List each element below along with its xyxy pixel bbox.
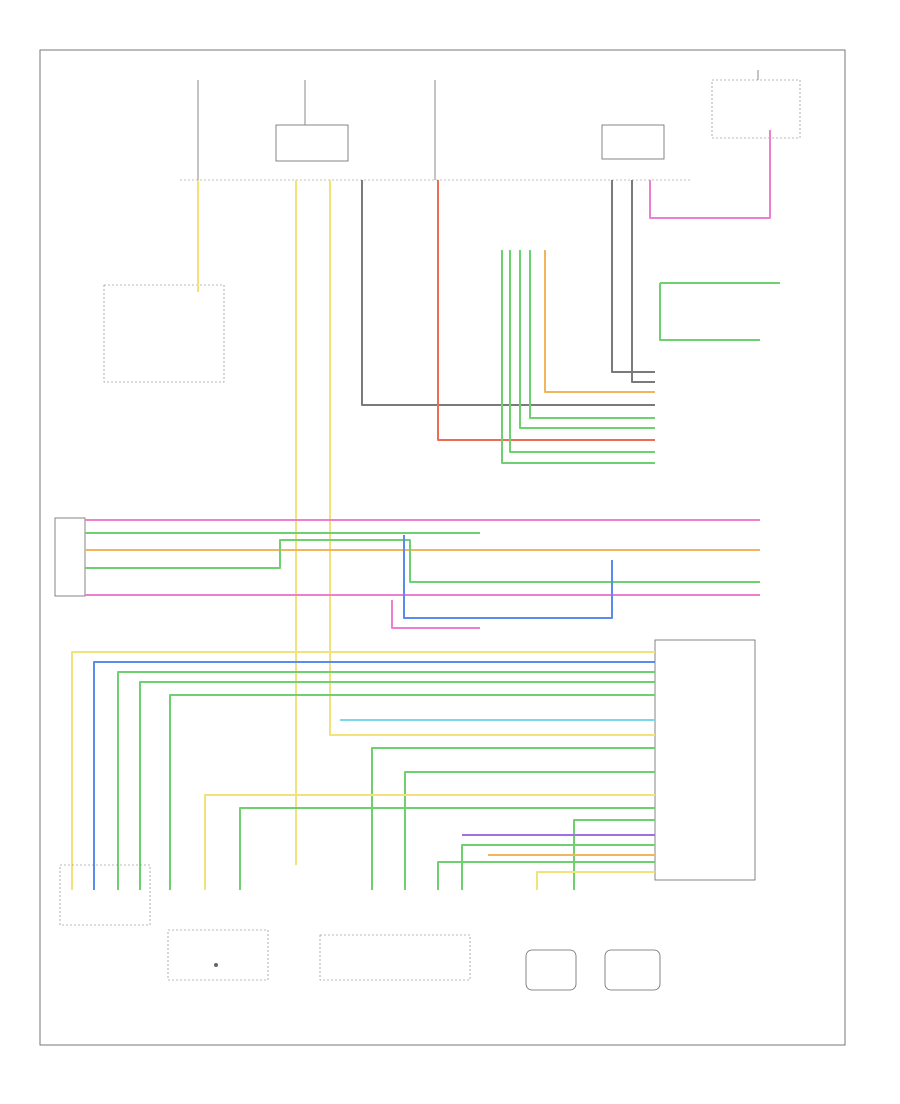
transmission-pressure-switch-block bbox=[167, 929, 269, 981]
wire-yellow-3 bbox=[329, 180, 655, 736]
ground-point-bottom bbox=[214, 963, 218, 967]
solenoid-block bbox=[59, 864, 151, 926]
output-speed-sensor-block bbox=[525, 949, 577, 991]
wire-gray-12 bbox=[631, 180, 655, 383]
wire-green-29 bbox=[371, 747, 655, 890]
top-components bbox=[103, 70, 801, 383]
wire-gray-11 bbox=[611, 180, 655, 373]
wire-green-26 bbox=[139, 681, 655, 890]
wire-yellow-38 bbox=[536, 871, 655, 890]
wire-green-8 bbox=[519, 250, 655, 429]
wire-gray-4 bbox=[361, 180, 655, 406]
pcm-top-block bbox=[601, 124, 665, 160]
wire-pink-22 bbox=[391, 600, 480, 629]
transmission-range-switch-block bbox=[275, 124, 349, 162]
wire-yellow-23 bbox=[71, 651, 655, 890]
ignition-switch-block bbox=[711, 79, 801, 139]
wire-harness bbox=[71, 130, 780, 890]
pcm-connector-block bbox=[654, 639, 756, 881]
throttle-position-sensor-block bbox=[54, 517, 86, 597]
wire-blue-21 bbox=[403, 535, 613, 619]
bottom-components bbox=[59, 864, 661, 991]
wire-green-6 bbox=[501, 250, 655, 464]
wire-green-19 bbox=[85, 539, 760, 583]
wire-green-35 bbox=[461, 844, 655, 890]
wire-green-33 bbox=[573, 819, 655, 890]
wire-green-25 bbox=[117, 671, 655, 890]
diagram-frame bbox=[39, 49, 846, 1046]
wire-green-7 bbox=[509, 250, 655, 453]
wire-green-30 bbox=[404, 771, 655, 890]
wire-orange-10 bbox=[544, 250, 655, 393]
wire-green-9 bbox=[529, 250, 655, 419]
wire-green-27 bbox=[169, 694, 655, 890]
sensor-blocks bbox=[54, 517, 756, 881]
wire-pink-15 bbox=[649, 130, 771, 219]
wire-green-14 bbox=[659, 283, 760, 341]
wire-red-5 bbox=[437, 180, 655, 441]
electronic-flasher-block bbox=[103, 284, 225, 383]
input-speed-sensor-block bbox=[604, 949, 661, 991]
wire-blue-24 bbox=[93, 661, 655, 890]
wire-green-37 bbox=[437, 861, 655, 890]
wire-yellow-31 bbox=[204, 794, 655, 890]
wire-green-32 bbox=[239, 807, 655, 890]
transmission-solenoids-block bbox=[319, 934, 471, 981]
